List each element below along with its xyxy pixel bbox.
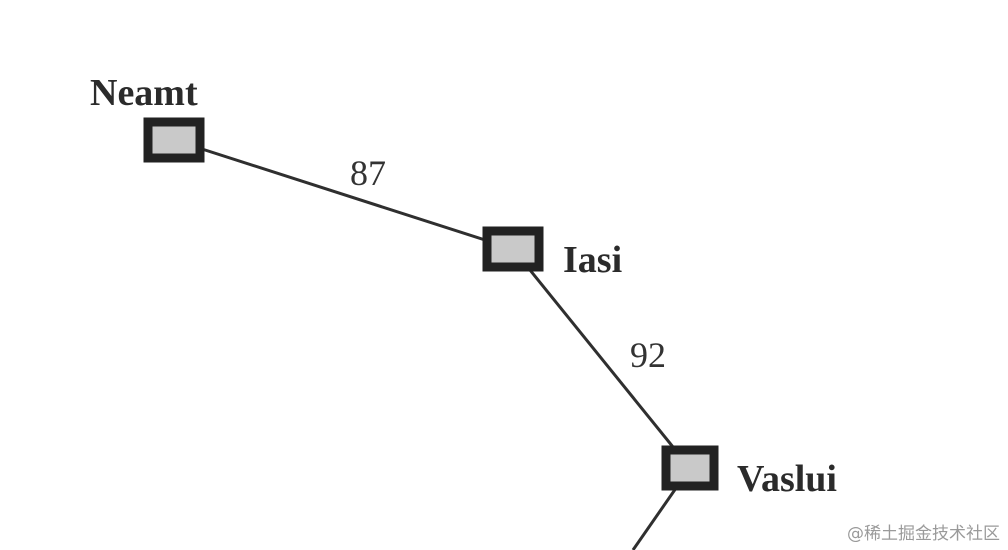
edge-neamt-iasi	[173, 138, 514, 251]
node-label-iasi: Iasi	[563, 239, 622, 281]
node-vaslui	[661, 445, 719, 491]
node-iasi	[482, 226, 544, 272]
edge-label-iasi-vaslui: 92	[630, 335, 666, 375]
edge-iasi-vaslui	[511, 248, 692, 469]
node-label-vaslui: Vaslui	[737, 458, 837, 500]
node-marker	[482, 226, 544, 272]
watermark: @稀土掘金技术社区	[847, 524, 1000, 544]
node-neamt	[143, 117, 205, 163]
edge-label-neamt-iasi: 87	[350, 153, 386, 193]
node-label-neamt: Neamt	[90, 72, 198, 114]
node-marker	[143, 117, 205, 163]
node-marker	[661, 445, 719, 491]
